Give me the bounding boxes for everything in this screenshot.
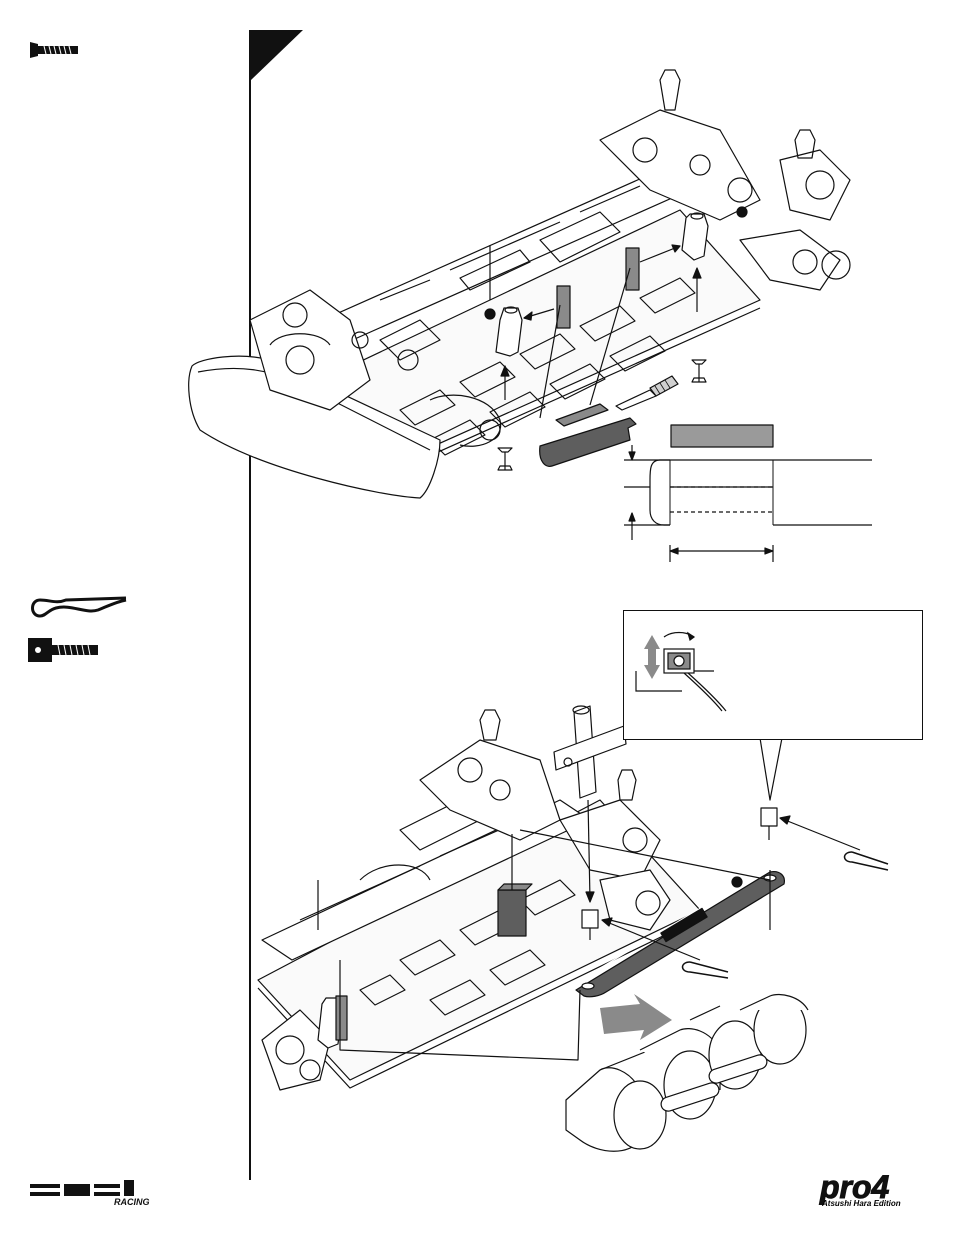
battery-post-rear [682, 213, 708, 260]
screw-post-bottom-right [761, 808, 777, 840]
screw-top-right [692, 360, 706, 382]
pro4-edition-text: Atsushi Hara Edition [822, 1199, 901, 1208]
svg-text:RACING: RACING [114, 1197, 150, 1206]
hpi-racing-logo: RACING [30, 1178, 160, 1206]
inset-detail-drawing [624, 611, 922, 739]
screw-top-left [498, 448, 512, 470]
detail-inset-box [623, 610, 923, 740]
